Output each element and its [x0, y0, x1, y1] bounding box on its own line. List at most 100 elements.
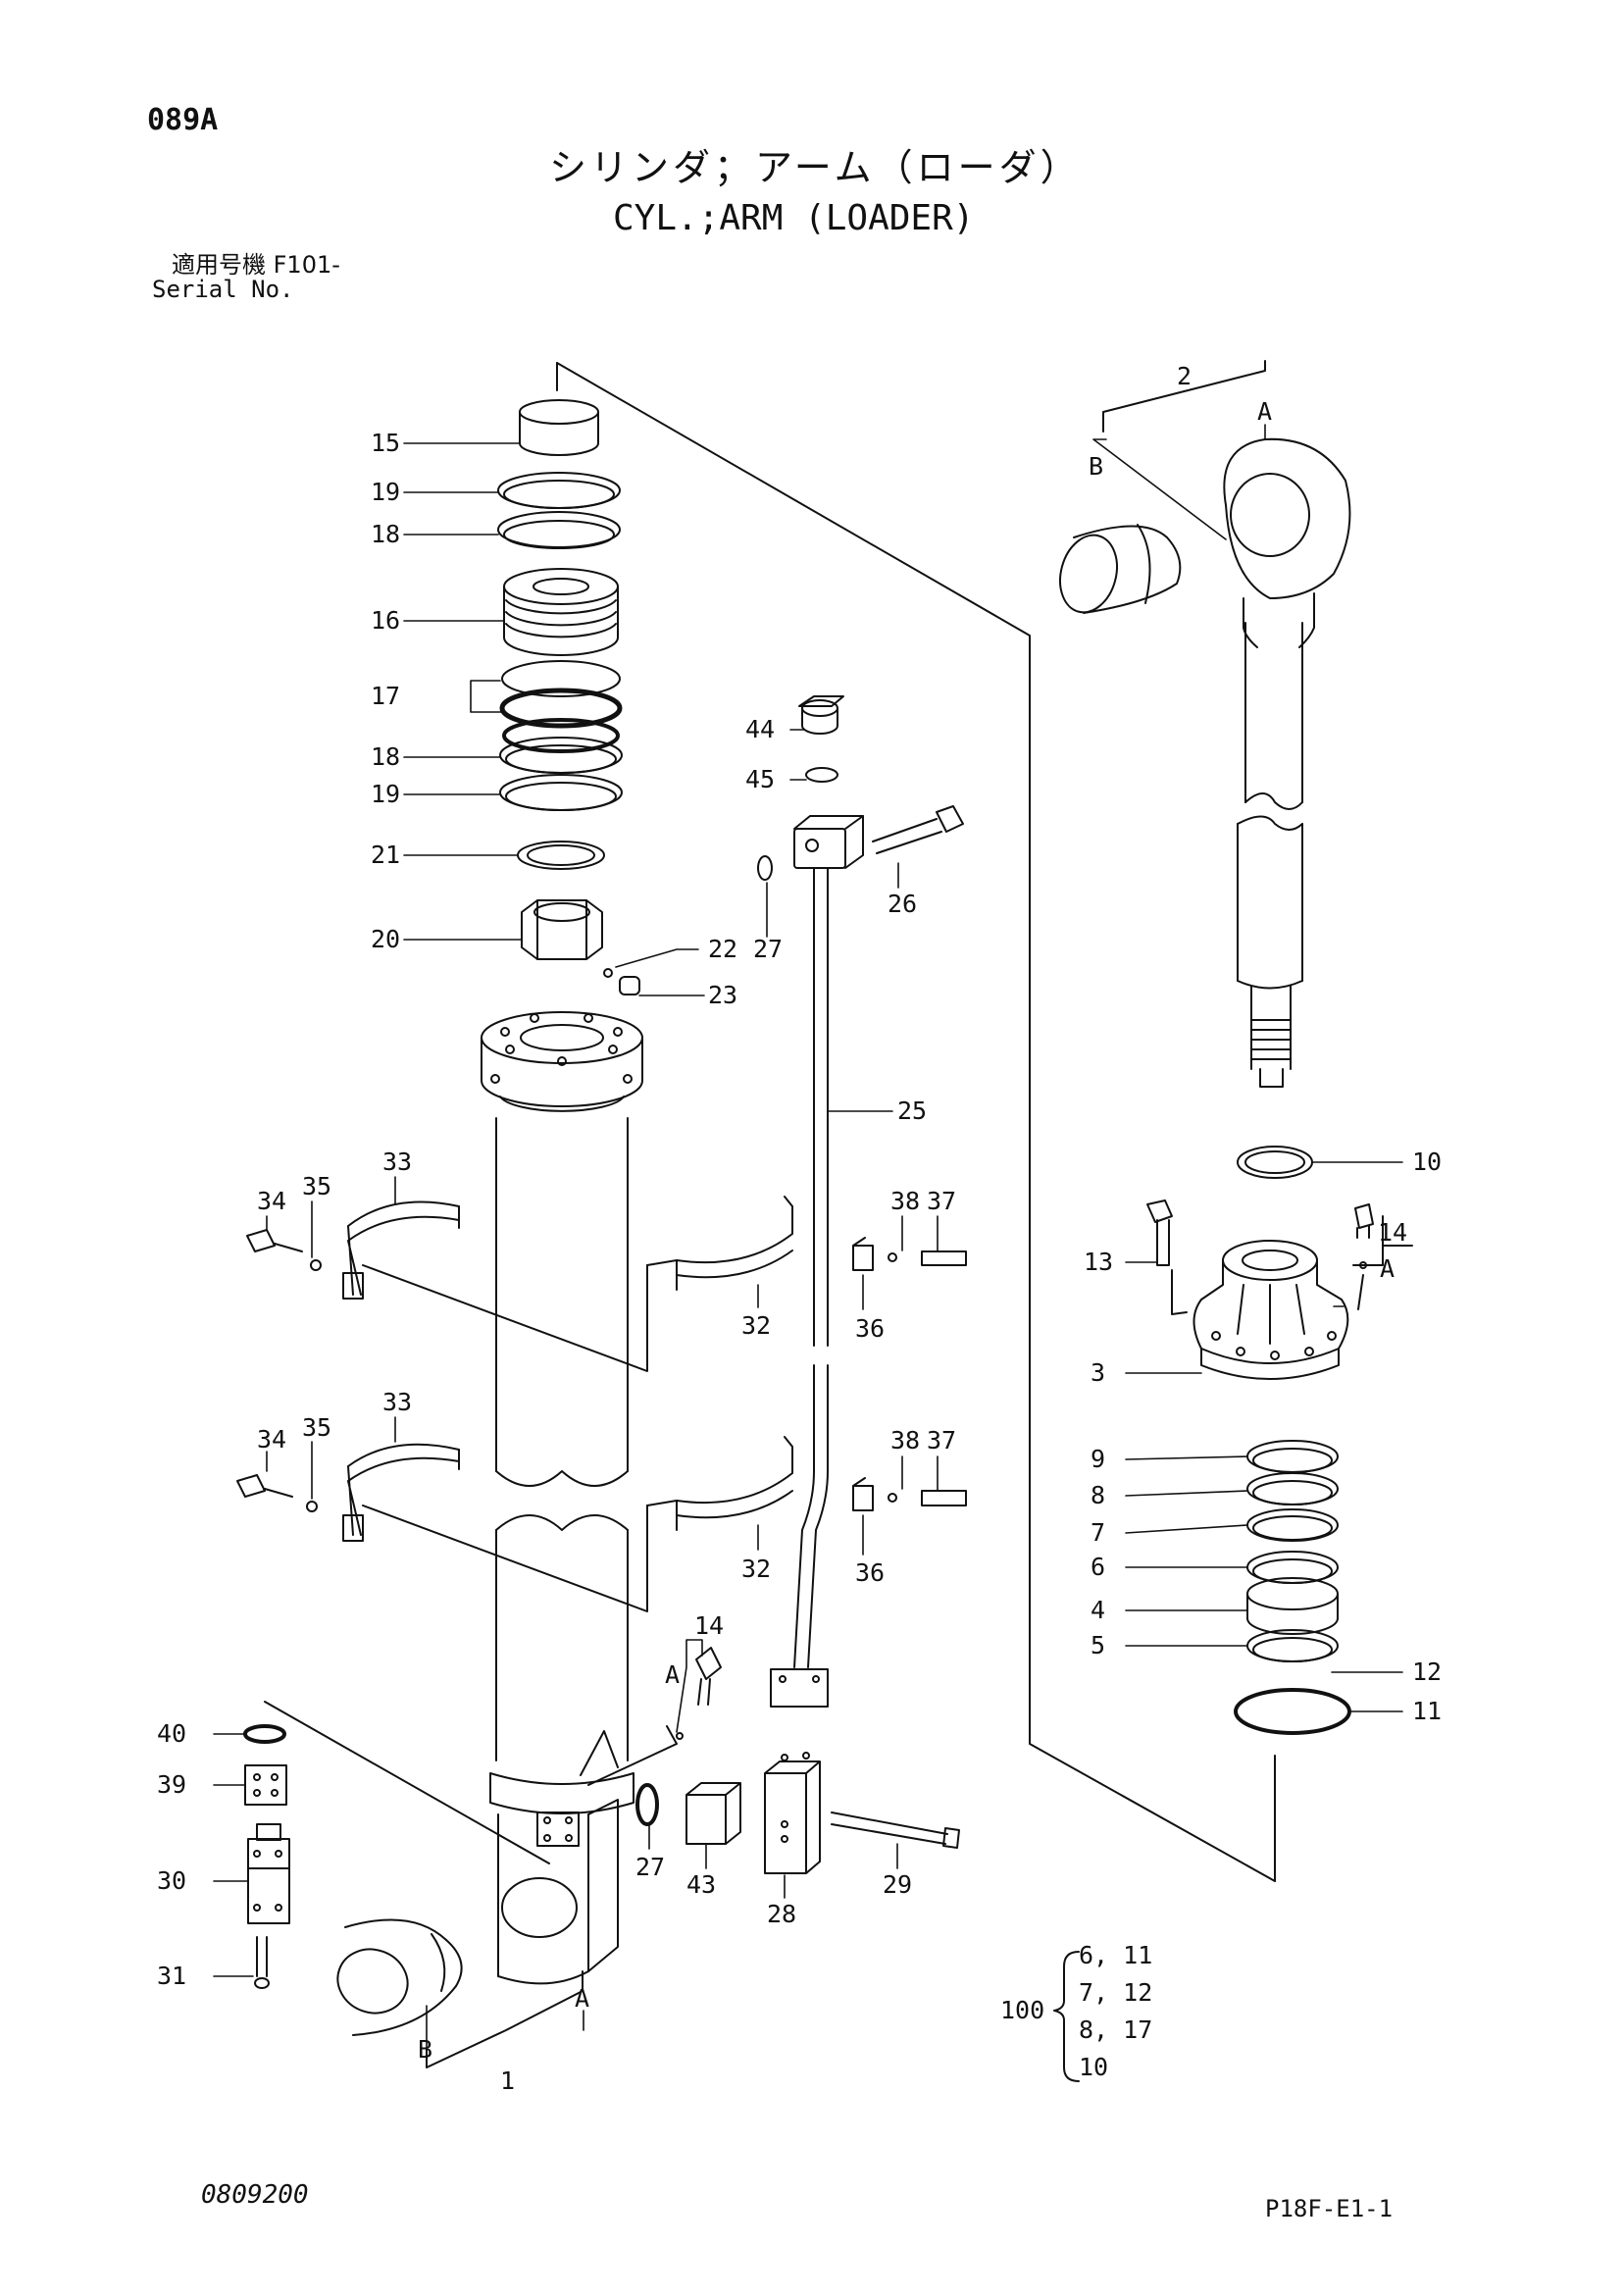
callout-38: 38	[890, 1187, 920, 1215]
callout-17: 17	[371, 682, 400, 710]
kit-item: 6, 11	[1079, 1941, 1152, 1969]
bolt-29	[831, 1811, 960, 1849]
plate-39	[244, 1764, 287, 1806]
grease-fitting-14-right	[1354, 1203, 1374, 1269]
kit-number: 100	[1000, 1996, 1044, 2024]
callout-33: 33	[382, 1148, 412, 1176]
piston-rod	[1223, 437, 1351, 1088]
bolt-31	[254, 1936, 270, 1989]
callout-34: 34	[257, 1187, 286, 1215]
callout-37: 37	[927, 1426, 956, 1454]
callout-14: 14	[1378, 1218, 1407, 1247]
sheet-code: P18F-E1-1	[1265, 2195, 1394, 2222]
callout-43: 43	[686, 1870, 716, 1899]
callout-40: 40	[157, 1719, 186, 1748]
callout-13: 13	[1084, 1248, 1113, 1276]
ring-19-lower	[499, 774, 623, 811]
callout-28: 28	[767, 1900, 796, 1928]
nut-20	[521, 899, 603, 960]
callout-14: 14	[694, 1611, 724, 1640]
setscrew-22-23	[603, 968, 640, 995]
callout-11: 11	[1412, 1697, 1442, 1725]
cap-44	[801, 699, 838, 735]
callout-36: 36	[855, 1314, 885, 1343]
callout-38: 38	[890, 1426, 920, 1454]
applicable-machine-label: 適用号機 F101-	[172, 251, 340, 279]
title-english: CYL.;ARM (LOADER)	[613, 198, 975, 238]
block-43	[685, 1782, 741, 1845]
callout-12: 12	[1412, 1658, 1442, 1686]
callout-4: 4	[1091, 1596, 1105, 1624]
document-number: 0809200	[201, 2180, 309, 2210]
callout-20: 20	[371, 925, 400, 953]
callout-26: 26	[888, 890, 917, 918]
bolt-13	[1146, 1199, 1173, 1266]
callout-27: 27	[635, 1853, 665, 1881]
callout-31: 31	[157, 1962, 186, 1990]
clamp-group-upper	[246, 1196, 967, 1300]
oring-27-upper	[757, 855, 773, 881]
kit-brace	[1053, 1951, 1080, 2082]
hydraulic-pipe-25	[770, 695, 864, 1708]
block-30	[247, 1823, 290, 1924]
seal-17	[499, 660, 623, 753]
callout-33: 33	[382, 1388, 412, 1416]
callout-27: 27	[753, 935, 783, 963]
callout-1: 1	[500, 2066, 515, 2095]
callout-30: 30	[157, 1866, 186, 1895]
clamp-group-lower	[236, 1436, 967, 1542]
washer-21	[517, 841, 605, 870]
callout-10: 10	[1412, 1148, 1442, 1176]
callout-36: 36	[855, 1558, 885, 1587]
callout-6: 6	[1091, 1553, 1105, 1581]
piston-rings-4-to-12	[1234, 1440, 1351, 1735]
callout-35: 35	[302, 1172, 331, 1200]
callout-44: 44	[745, 715, 775, 743]
title-japanese: シリンダ；アーム（ローダ）	[549, 146, 1082, 189]
callout-22: 22	[708, 935, 737, 963]
letter-B-rod-bushing: B	[1089, 452, 1103, 481]
callout-2: 2	[1177, 362, 1192, 390]
callout-25: 25	[897, 1097, 927, 1125]
oring-10	[1237, 1146, 1313, 1179]
serial-number-label: Serial No.	[152, 276, 294, 303]
callout-7: 7	[1091, 1518, 1105, 1547]
callout-35: 35	[302, 1413, 331, 1442]
kit-item: 10	[1079, 2053, 1108, 2081]
grease-fitting-14-left	[676, 1647, 722, 1740]
cylinder-tube	[489, 1096, 634, 1985]
letter-A-grease-left: A	[665, 1660, 680, 1689]
letter-B-tube-bushing: B	[418, 2035, 432, 2064]
valve-28	[764, 1752, 821, 1874]
oring-45	[805, 767, 838, 783]
callout-9: 9	[1091, 1445, 1105, 1473]
letter-A-rod-eye: A	[1257, 397, 1272, 426]
ring-18-lower	[499, 737, 623, 774]
callout-23: 23	[708, 981, 737, 1009]
bushing-bottom-B	[336, 1918, 463, 2036]
callout-5: 5	[1091, 1631, 1105, 1659]
bolt-26	[872, 805, 964, 854]
kit-item: 8, 17	[1079, 2015, 1152, 2044]
callout-32: 32	[741, 1311, 771, 1340]
callout-18: 18	[371, 742, 400, 771]
callout-3: 3	[1091, 1358, 1105, 1387]
callout-34: 34	[257, 1425, 286, 1454]
callout-18: 18	[371, 520, 400, 548]
oring-27-lower	[635, 1783, 659, 1826]
callout-19: 19	[371, 478, 400, 506]
callout-37: 37	[927, 1187, 956, 1215]
ring-18-upper	[497, 511, 621, 549]
callout-8: 8	[1091, 1481, 1105, 1509]
letter-A-tube-eye: A	[575, 1984, 589, 2013]
rod-cover-16	[503, 568, 619, 656]
kit-item: 7, 12	[1079, 1978, 1152, 2007]
page-code: 089A	[147, 103, 219, 137]
ring-19-upper	[497, 472, 621, 509]
callout-29: 29	[883, 1870, 912, 1899]
leader-lines	[213, 424, 1403, 2051]
letter-A-grease-right: A	[1380, 1254, 1395, 1283]
piston-3	[1193, 1240, 1349, 1380]
callout-39: 39	[157, 1770, 186, 1799]
